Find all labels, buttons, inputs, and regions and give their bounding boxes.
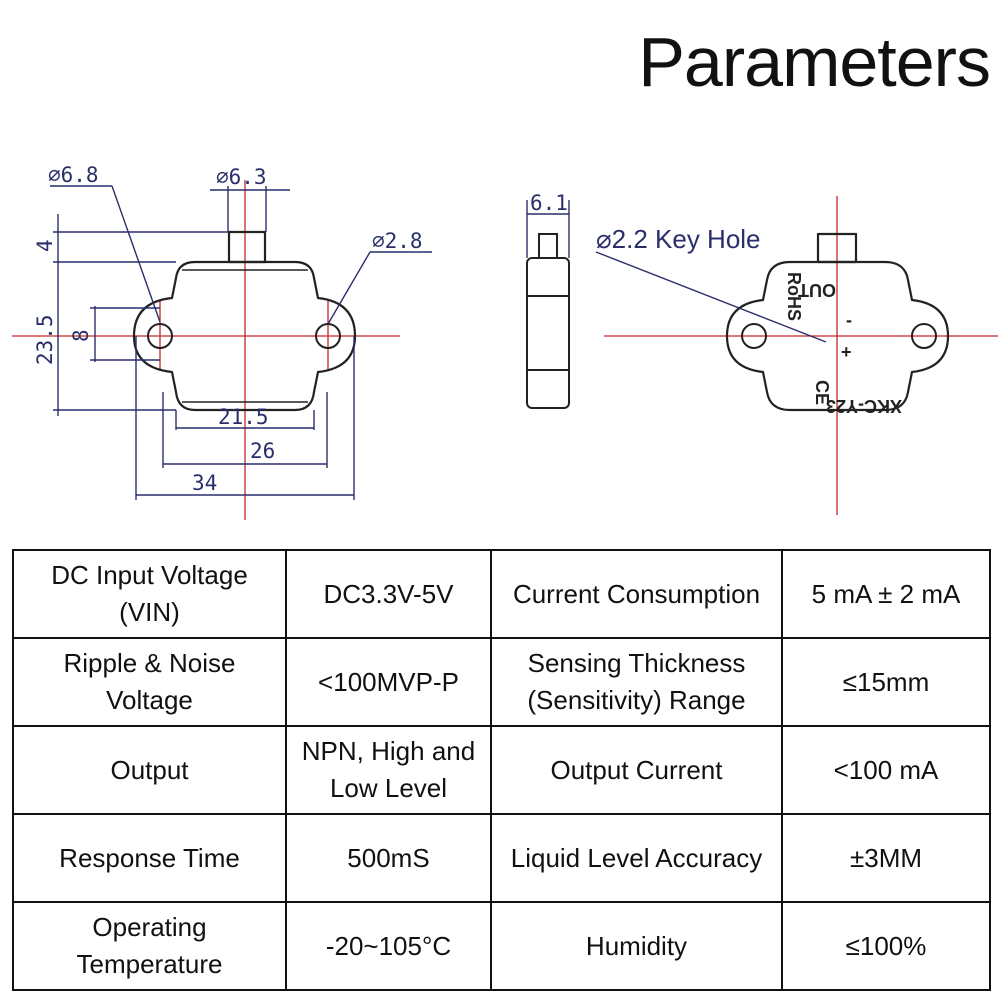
hole-diameter-label: ⌀6.8 — [48, 163, 99, 187]
model-marking: XKC-Y23 — [826, 396, 902, 416]
inner-width-label: 21.5 — [218, 405, 269, 429]
table-cell: Output — [12, 725, 287, 815]
key-hole-callout: ⌀2.2 Key Hole — [596, 224, 761, 254]
height-label: 23.5 — [33, 314, 57, 365]
parameters-table: DC Input Voltage (VIN) DC3.3V-5V Current… — [12, 549, 991, 991]
table-cell: Current Consumption — [490, 549, 783, 639]
mount-hole-diameter-label: ⌀2.8 — [372, 229, 423, 253]
body-width-label: 26 — [250, 439, 275, 463]
table-row: Operating Temperature -20~105°C Humidity… — [12, 901, 991, 991]
back-view: ⌀2.2 Key Hole OUT - + RoHS XKC-Y23 CE — [595, 196, 998, 515]
top-diameter-label: ⌀6.3 — [216, 165, 267, 189]
table-row: Ripple & Noise Voltage <100MVP-P Sensing… — [12, 637, 991, 727]
table-row: Output NPN, High and Low Level Output Cu… — [12, 725, 991, 815]
table-cell: NPN, High and Low Level — [285, 725, 492, 815]
table-cell: <100 mA — [781, 725, 991, 815]
table-cell: ±3MM — [781, 813, 991, 903]
table-cell: DC Input Voltage (VIN) — [12, 549, 287, 639]
rohs-marking: RoHS — [784, 272, 804, 321]
table-cell: ≤100% — [781, 901, 991, 991]
minus-marking: - — [846, 310, 852, 330]
table-cell: DC3.3V-5V — [285, 549, 492, 639]
table-cell: ≤15mm — [781, 637, 991, 727]
table-row: Response Time 500mS Liquid Level Accurac… — [12, 813, 991, 903]
table-cell: 500mS — [285, 813, 492, 903]
overall-width-label: 34 — [192, 471, 217, 495]
hole-span-label: 8 — [69, 329, 93, 342]
table-cell: Response Time — [12, 813, 287, 903]
thickness-label: 6.1 — [530, 191, 568, 215]
table-cell: 5 mA ± 2 mA — [781, 549, 991, 639]
table-row: DC Input Voltage (VIN) DC3.3V-5V Current… — [12, 549, 991, 639]
page-title: Parameters — [638, 23, 991, 101]
table-cell: Sensing Thickness (Sensitivity) Range — [490, 637, 783, 727]
ce-marking: CE — [812, 380, 832, 405]
top-offset-label: 4 — [33, 239, 57, 252]
out-marking: OUT — [798, 280, 836, 300]
table-cell: Humidity — [490, 901, 783, 991]
table-cell: Liquid Level Accuracy — [490, 813, 783, 903]
table-cell: -20~105°C — [285, 901, 492, 991]
technical-drawing: ⌀6.8 ⌀6.3 ⌀2.8 4 23.5 8 21.5 26 34 6.1 — [12, 163, 998, 520]
table-cell: Ripple & Noise Voltage — [12, 637, 287, 727]
table-cell: Output Current — [490, 725, 783, 815]
side-view: 6.1 — [526, 191, 570, 409]
table-cell: <100MVP-P — [285, 637, 492, 727]
plus-marking: + — [841, 342, 852, 362]
table-cell: Operating Temperature — [12, 901, 287, 991]
front-view: ⌀6.8 ⌀6.3 ⌀2.8 4 23.5 8 21.5 26 34 — [12, 163, 432, 520]
